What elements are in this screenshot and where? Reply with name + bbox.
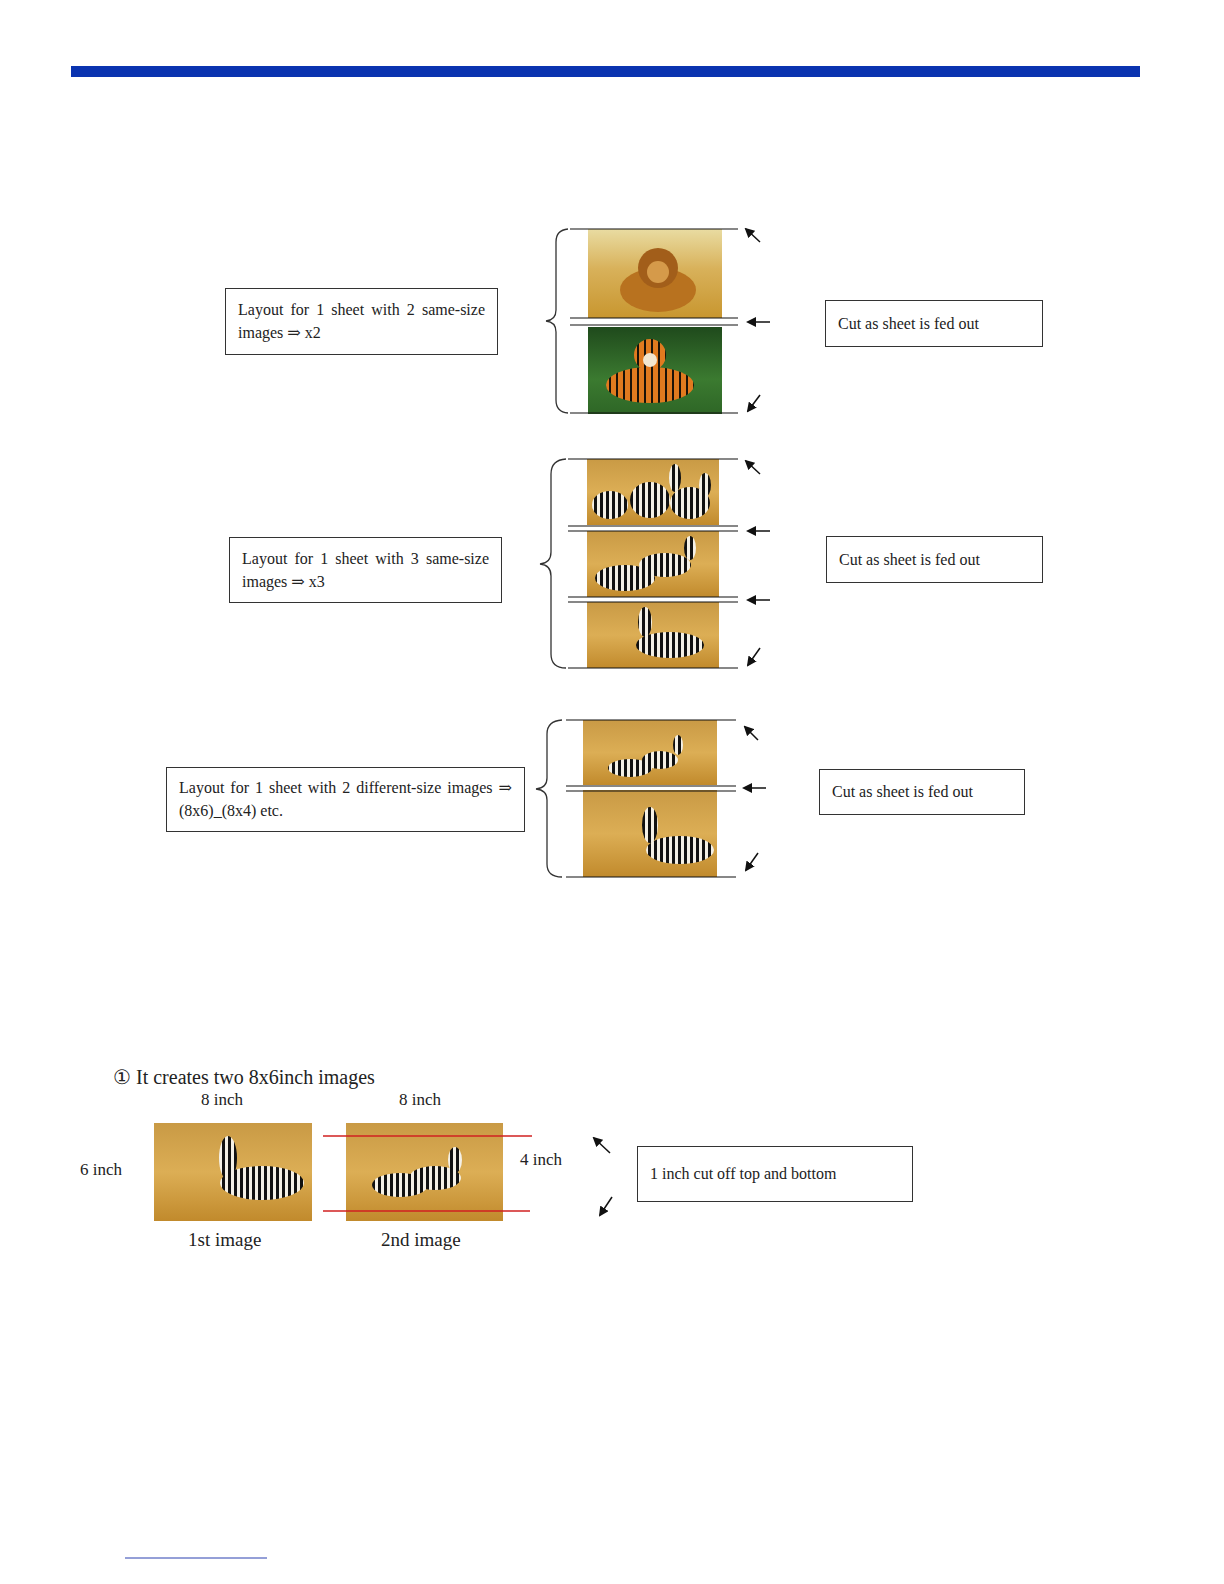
step-heading: ① It creates two 8x6inch images: [113, 1067, 375, 1087]
text-box: 1 inch cut off top and bottom: [637, 1146, 913, 1202]
dimension-label: 2nd image: [381, 1230, 461, 1250]
box-text: 1 inch cut off top and bottom: [650, 1162, 900, 1185]
text-box: Layout for 1 sheet with 2 same-size imag…: [225, 288, 498, 355]
text-box: Cut as sheet is fed out: [819, 769, 1025, 815]
dimension-label: 1st image: [188, 1230, 261, 1250]
dimension-label: 4 inch: [520, 1150, 562, 1170]
box-text: Cut as sheet is fed out: [839, 548, 1030, 571]
dimension-label: 8 inch: [201, 1090, 243, 1110]
box-text: Cut as sheet is fed out: [838, 312, 1030, 335]
text-box: Layout for 1 sheet with 2 different-size…: [166, 767, 525, 832]
box-text: Layout for 1 sheet with 3 same-size imag…: [242, 547, 489, 593]
dimension-label: 6 inch: [80, 1160, 122, 1180]
box-text: Layout for 1 sheet with 2 different-size…: [179, 776, 512, 822]
box-text: Cut as sheet is fed out: [832, 780, 1012, 803]
box-text: Layout for 1 sheet with 2 same-size imag…: [238, 298, 485, 344]
text-box: Layout for 1 sheet with 3 same-size imag…: [229, 537, 502, 603]
text-box: Cut as sheet is fed out: [825, 300, 1043, 347]
text-box: Cut as sheet is fed out: [826, 536, 1043, 583]
header-bar: [71, 66, 1140, 77]
dimension-label: 8 inch: [399, 1090, 441, 1110]
